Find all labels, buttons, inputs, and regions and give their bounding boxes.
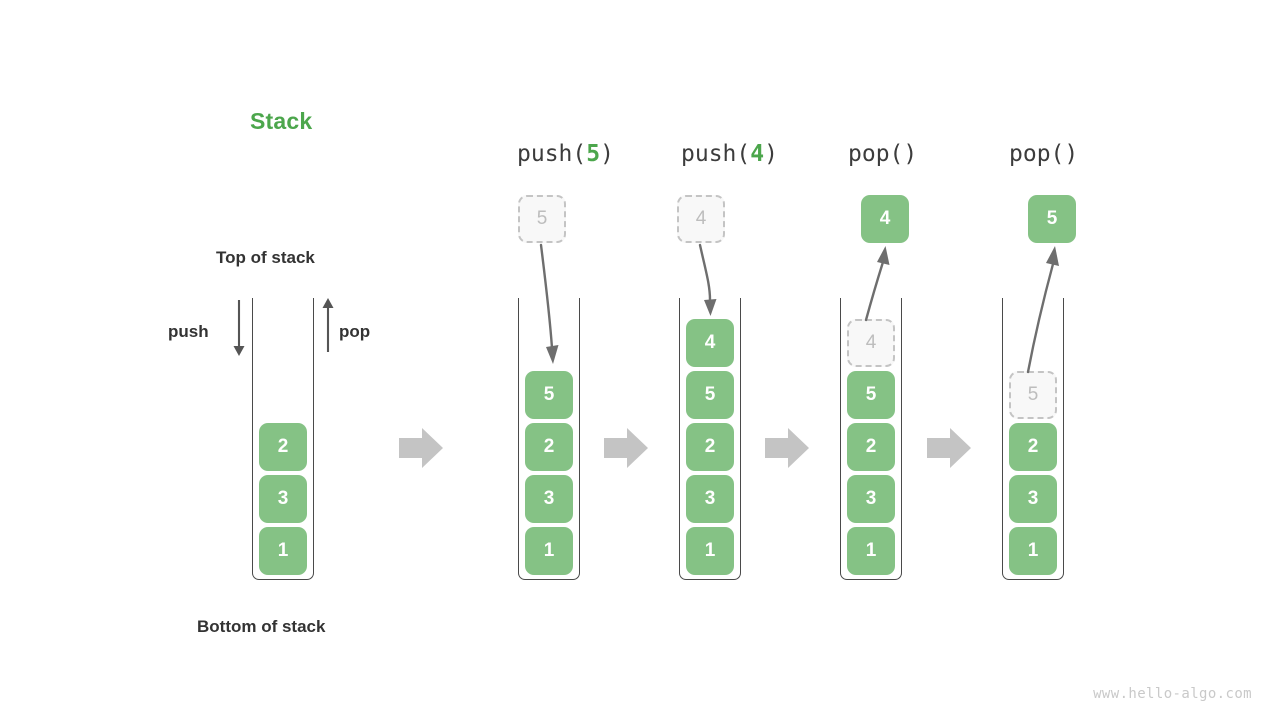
bottom-of-stack-label: Bottom of stack [197,617,326,636]
stack-cell: 1 [525,527,573,575]
stack-cell: 3 [686,475,734,523]
top-of-stack-label: Top of stack [216,248,315,267]
floating-cell-value: 4 [879,208,891,229]
floating-cell-push-4: 4 [677,195,725,243]
stack-cell: 5 [525,371,573,419]
floating-cell-pop-2: 5 [1028,195,1076,243]
stack-cell: 1 [259,527,307,575]
caption-pop-1: pop() [848,141,917,167]
caption-prefix: pop( [1009,141,1065,167]
stack-walls [518,298,580,580]
caption-push-5: push(5) [517,141,614,167]
stack-cell: 1 [686,527,734,575]
caption-suffix: ) [600,141,614,167]
watermark: www.hello-algo.com [1093,686,1252,702]
caption-suffix: ) [903,141,918,167]
floating-cell-value: 4 [695,208,707,229]
stack-walls [679,298,741,580]
stack-cell: 3 [1009,475,1057,523]
step-arrow-4 [927,428,971,468]
stack-walls [252,298,314,580]
page-title: Stack [250,108,313,134]
stack-cell-ghost: 4 [847,319,895,367]
stack-cell: 1 [847,527,895,575]
caption-prefix: push( [681,141,751,167]
stack-cell: 1 [1009,527,1057,575]
caption-arg: 5 [586,141,601,167]
caption-push-4: push(4) [681,141,778,167]
caption-prefix: push( [517,141,587,167]
stack-cell: 2 [1009,423,1057,471]
step-arrow-3 [765,428,809,468]
floating-cell-pop-1: 4 [861,195,909,243]
pop-direction-arrow [322,298,334,352]
stack-cell: 3 [259,475,307,523]
stack-cell: 2 [686,423,734,471]
step-arrow-1 [399,428,443,468]
push-label: push [168,322,209,341]
floating-cell-value: 5 [1046,208,1058,229]
stack-cell: 5 [847,371,895,419]
caption-suffix: ) [1064,141,1079,167]
caption-pop-2: pop() [1009,141,1078,167]
floating-cell-value: 5 [536,208,548,229]
caption-prefix: pop( [848,141,904,167]
stack-walls [840,298,902,580]
stack-cell: 2 [259,423,307,471]
stack-cell: 3 [525,475,573,523]
stack-cell: 3 [847,475,895,523]
push-direction-arrow [233,300,245,356]
pop-label: pop [339,322,371,341]
caption-arg: 4 [750,141,765,167]
stack-walls [1002,298,1064,580]
stack-cell: 4 [686,319,734,367]
stack-cell: 5 [686,371,734,419]
stack-cell: 2 [847,423,895,471]
floating-cell-push-5: 5 [518,195,566,243]
stack-cell-ghost: 5 [1009,371,1057,419]
caption-suffix: ) [764,141,778,167]
stack-cell: 2 [525,423,573,471]
step-arrow-2 [604,428,648,468]
